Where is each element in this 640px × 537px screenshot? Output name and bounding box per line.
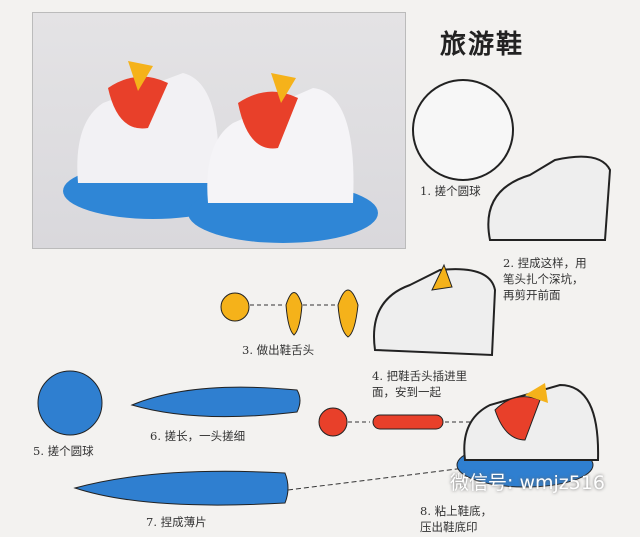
- step1-caption: 1. 搓个圆球: [420, 184, 481, 198]
- step5-blue-ball: [37, 370, 103, 436]
- step4-shoe: [373, 268, 497, 357]
- step2-line3: 再剪开前面: [503, 288, 561, 302]
- step-red-ball: [318, 407, 348, 437]
- step-red-roll: [372, 414, 444, 430]
- right-shoe-tongue: [271, 73, 296, 103]
- step8-caption: 8. 粘上鞋底， 压出鞋底印: [420, 503, 492, 535]
- clay-shoes-illustration: [63, 61, 378, 243]
- page-title: 旅游鞋: [440, 30, 525, 60]
- step2-line2: 笔头扎个深坑，: [503, 272, 584, 286]
- step3-yellow-ball: [220, 292, 250, 322]
- left-shoe-tongue: [128, 61, 153, 91]
- step4-tongue: [431, 263, 453, 291]
- watermark: 微信号: wmjz516: [450, 472, 606, 494]
- right-shoe-body: [207, 88, 354, 203]
- step2-shoe-body: [487, 155, 612, 241]
- step5-caption: 5. 搓个圆球: [33, 444, 94, 458]
- left-shoe-laces: [108, 76, 168, 129]
- step4-line2: 面，安到一起: [372, 385, 441, 399]
- step6-blue-roll: [130, 386, 301, 418]
- right-shoe-laces: [238, 91, 298, 149]
- step2-caption: 2. 捏成这样，用 笔头扎个深坑， 再剪开前面: [503, 255, 587, 303]
- step8-line1: 8. 粘上鞋底，: [420, 504, 493, 518]
- step7-dashed-arrow: [287, 467, 466, 491]
- step3-cone: [285, 292, 303, 336]
- step8-line2: 压出鞋底印: [420, 520, 478, 534]
- step2-line1: 2. 捏成这样，用: [503, 256, 587, 270]
- step3-caption: 3. 做出鞋舌头: [242, 343, 315, 357]
- step8-laces: [494, 396, 541, 441]
- step3-tongue: [337, 289, 359, 338]
- step6-caption: 6. 搓长，一头搓细: [150, 429, 246, 443]
- step4-caption: 4. 把鞋舌头插进里 面，安到一起: [372, 368, 467, 400]
- step4-line1: 4. 把鞋舌头插进里: [372, 369, 468, 383]
- step1-ball: [412, 79, 514, 181]
- finished-shoes-photo: [32, 12, 406, 249]
- step7-caption: 7. 捏成薄片: [146, 515, 207, 529]
- step8-tongue: [525, 383, 548, 403]
- step7-blue-sheet: [73, 470, 289, 506]
